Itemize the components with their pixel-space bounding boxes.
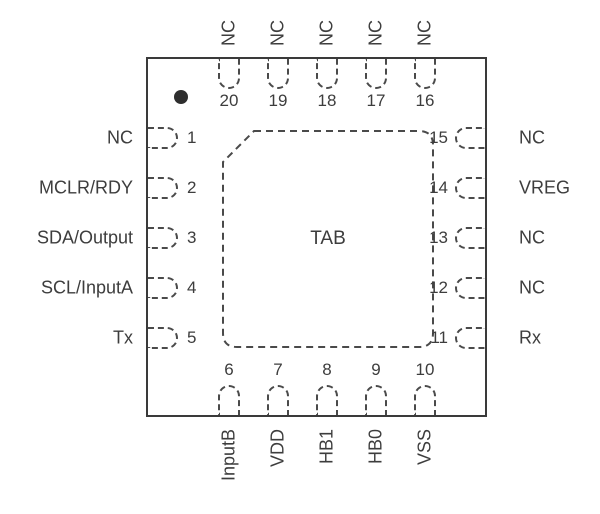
pin-number: 3	[187, 228, 197, 247]
pin-number: 4	[187, 278, 197, 297]
pin-number: 11	[430, 328, 448, 347]
pin-pad-16	[414, 59, 436, 89]
pin-pad-19	[267, 59, 289, 89]
pin-pad-20	[218, 59, 240, 89]
pin-number: 5	[187, 328, 197, 347]
pin-number: 15	[429, 128, 448, 147]
pin-pad-13	[455, 227, 485, 249]
pin-number: 17	[366, 91, 386, 110]
pin-pad-14	[455, 177, 485, 199]
pin-number: 20	[219, 91, 239, 110]
pin-pad-4	[148, 277, 178, 299]
pin-label: Rx	[519, 327, 541, 348]
pin-number: 16	[415, 91, 435, 110]
pin-number: 9	[371, 360, 381, 379]
pin-label: NC	[519, 227, 545, 248]
pin-pad-17	[365, 59, 387, 89]
pin-pad-9	[365, 385, 387, 415]
tab-label: TAB	[310, 228, 346, 249]
pin-pad-11	[455, 327, 485, 349]
pin-number: 18	[317, 91, 337, 110]
pin-label: NC	[107, 127, 133, 148]
pin-label: NC	[519, 277, 545, 298]
pin-pad-5	[148, 327, 178, 349]
pin-number: 6	[224, 360, 234, 379]
pin-label: NC	[519, 127, 545, 148]
pin-number: 12	[429, 278, 448, 297]
pin-number: 14	[429, 178, 448, 197]
pin-pad-3	[148, 227, 178, 249]
pin-label: Tx	[113, 327, 133, 348]
pin-pad-18	[316, 59, 338, 89]
pin-number: 13	[429, 228, 448, 247]
pin-pad-6	[218, 385, 240, 415]
pin-pad-12	[455, 277, 485, 299]
pin-pad-7	[267, 385, 289, 415]
pin-label: SCL/InputA	[40, 277, 133, 298]
pin-label: SDA/Output	[36, 227, 133, 248]
pin-label: VREG	[519, 177, 571, 198]
pin-pad-15	[455, 127, 485, 149]
pin-number: 10	[415, 360, 435, 379]
pin-number: 2	[187, 178, 197, 197]
pin-pad-1	[148, 127, 178, 149]
pin-number: 8	[322, 360, 332, 379]
pin-number: 19	[268, 91, 288, 110]
pin1-indicator-dot	[174, 90, 188, 104]
pin-number: 1	[187, 128, 197, 147]
pin-pad-8	[316, 385, 338, 415]
pin-pad-2	[148, 177, 178, 199]
pin-pad-10	[414, 385, 436, 415]
pin-label: MCLR/RDY	[38, 177, 133, 198]
pin-number: 7	[273, 360, 283, 379]
